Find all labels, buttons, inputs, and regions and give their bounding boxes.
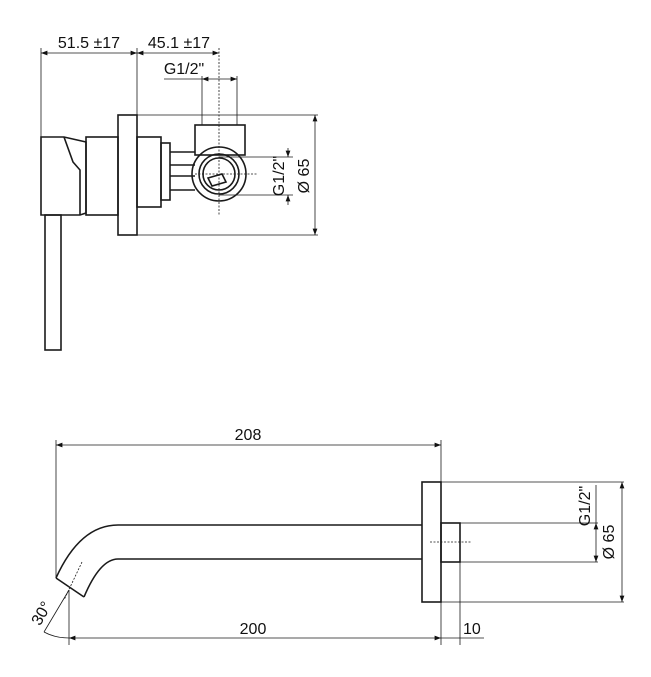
thread-side-label: G1/2" (271, 156, 288, 196)
lever (44, 214, 62, 351)
diameter-label: Ø 65 (296, 159, 313, 194)
mixer-top-view: 51.5 ±17 45.1 ±17 G1/2" (40, 35, 318, 351)
dim-right-label: 45.1 ±17 (148, 35, 210, 52)
spout-bottom-edge (83, 558, 422, 598)
wall-plate (117, 114, 138, 236)
angle-label: 30° (29, 599, 56, 628)
thread-stub (440, 522, 461, 563)
spout-thread-label: G1/2" (577, 486, 594, 526)
stub-length-label: 10 (463, 621, 481, 638)
spout-side-view: 208 G1/2" Ø 65 200 10 30° (29, 427, 625, 645)
dim-left-label: 51.5 ±17 (58, 35, 120, 52)
body-cylinder (85, 136, 119, 216)
spout-diameter-label: Ø 65 (601, 525, 618, 560)
thread-top-label: G1/2" (164, 61, 204, 78)
spout-length-label: 200 (240, 621, 267, 638)
total-length-label: 208 (235, 427, 262, 444)
spout-top-edge (55, 524, 422, 579)
